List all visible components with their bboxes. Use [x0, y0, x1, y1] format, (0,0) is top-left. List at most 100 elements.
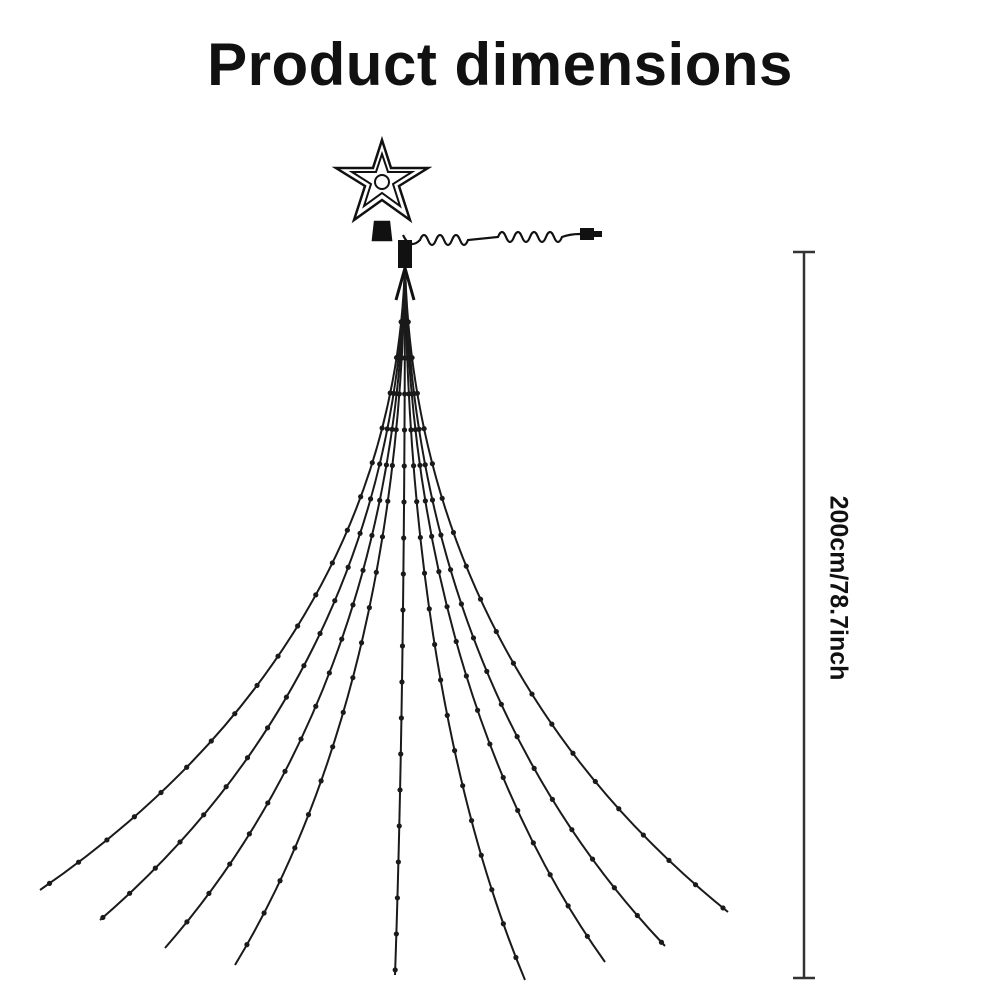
led-bulb [570, 750, 576, 756]
light-strand [404, 261, 606, 963]
led-bulb [366, 605, 372, 611]
led-bulb [318, 778, 324, 784]
light-strand [234, 261, 406, 966]
led-bulb [385, 498, 391, 504]
led-bulb [500, 921, 506, 927]
led-bulb [305, 812, 312, 818]
led-bulb [313, 592, 319, 598]
led-bulb [569, 827, 575, 833]
led-bulb [530, 840, 536, 846]
led-bulb [421, 570, 428, 576]
led-bulb [426, 606, 432, 612]
led-bulb [326, 670, 332, 676]
led-bulb [313, 703, 319, 709]
led-bulb [389, 462, 395, 469]
led-bulb [616, 806, 622, 812]
light-strand [99, 261, 406, 921]
led-bulb [201, 812, 207, 818]
led-bulb [720, 905, 726, 911]
led-bulb [438, 677, 444, 683]
led-bulb [429, 497, 436, 503]
led-bulb [400, 607, 406, 613]
led-bulb [265, 800, 271, 806]
led-bulb [350, 675, 356, 681]
led-bulb [399, 679, 405, 685]
led-bulb [152, 865, 158, 871]
led-bulb [531, 765, 537, 771]
led-bulb [489, 887, 495, 893]
led-bulb [384, 426, 390, 432]
led-bulb [549, 796, 556, 802]
led-bulb [369, 460, 375, 466]
led-bulb [634, 912, 640, 919]
led-bulb [301, 663, 307, 669]
led-bulb [439, 495, 445, 501]
led-bulb [177, 839, 183, 845]
led-bulb [393, 427, 399, 433]
led-bulb [416, 426, 422, 432]
led-bulb [493, 628, 499, 635]
led-bulb [317, 630, 323, 637]
led-bulb [421, 426, 427, 432]
led-bulb [283, 694, 290, 700]
led-bulb [344, 527, 350, 533]
led-bulb [277, 878, 283, 884]
led-bulb [515, 807, 521, 814]
led-bulb [410, 463, 417, 469]
led-bulb [401, 499, 407, 505]
led-bulb [264, 725, 271, 731]
led-bulb [429, 461, 435, 467]
led-bulb [357, 530, 363, 536]
led-bulb [350, 602, 356, 608]
led-bulb [474, 707, 481, 713]
led-bulb [549, 721, 555, 727]
light-strands [39, 261, 729, 981]
led-bulb [436, 569, 442, 575]
led-bulb [373, 569, 379, 575]
led-bulb [358, 640, 365, 646]
led-bulb [432, 641, 438, 648]
led-bulb [447, 567, 454, 573]
led-bulb [611, 885, 617, 891]
led-bulb [658, 939, 665, 945]
led-bulb [498, 701, 504, 707]
led-bulb [295, 623, 301, 629]
led-bulb [292, 845, 298, 851]
led-bulb [389, 426, 395, 432]
led-bulb [131, 814, 138, 820]
led-bulb [244, 942, 250, 948]
led-bulb [261, 910, 267, 916]
led-bulb [397, 787, 403, 793]
led-bulb [401, 463, 407, 469]
led-bulb [470, 635, 477, 641]
led-bulb [399, 643, 406, 649]
led-bulb [453, 638, 459, 645]
led-bulb [394, 895, 401, 901]
led-bulb [477, 596, 484, 602]
led-bulb [405, 319, 411, 325]
led-bulb [75, 859, 82, 865]
led-bulb [392, 967, 398, 973]
led-bulb [208, 738, 214, 744]
led-bulb [478, 852, 484, 858]
led-bulb [383, 462, 390, 468]
led-bulb [414, 499, 420, 505]
height-dimension-line [793, 250, 815, 980]
led-bulbs [46, 319, 726, 973]
led-bulb [379, 534, 386, 540]
led-bulb [666, 857, 672, 863]
star-topper-icon [331, 135, 433, 242]
led-bulb [584, 933, 590, 939]
led-bulb [444, 604, 450, 610]
led-bulb [254, 682, 260, 689]
led-bulb [398, 751, 404, 757]
led-bulb [395, 859, 401, 865]
led-bulb [358, 494, 364, 500]
led-bulb [401, 535, 407, 541]
led-bulb [339, 636, 345, 642]
light-strand [404, 261, 526, 981]
led-bulb [450, 529, 457, 536]
led-bulb [452, 748, 458, 754]
led-bulb [377, 461, 383, 467]
led-bulb [158, 789, 164, 796]
